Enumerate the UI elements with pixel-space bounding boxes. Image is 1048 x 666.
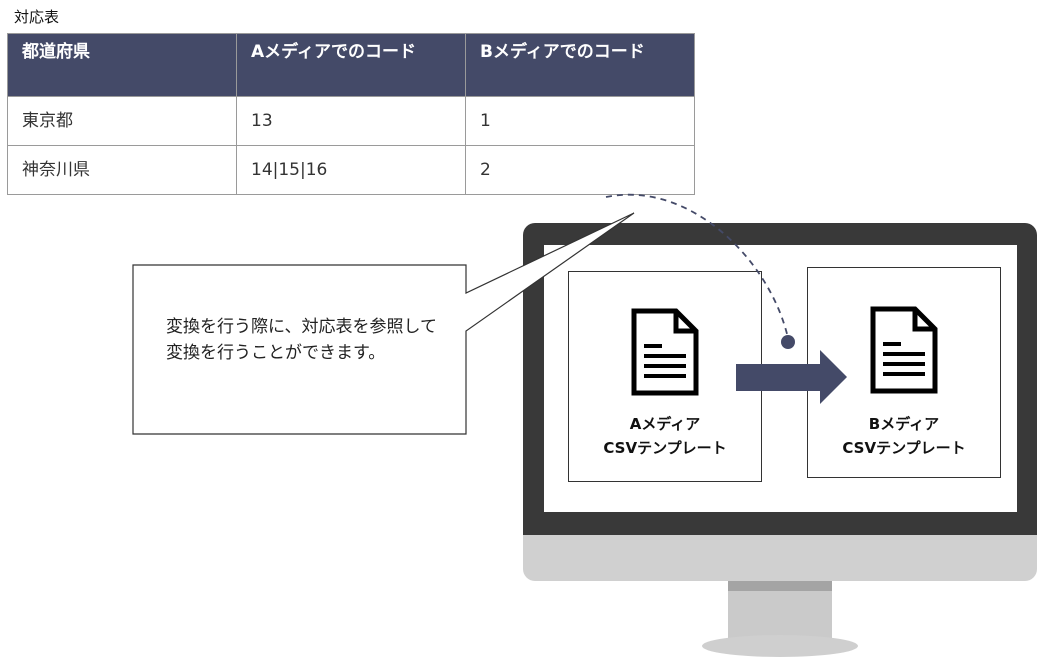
dashed-connector	[605, 193, 789, 339]
a-media-template-label: Aメディア CSVテンプレート	[603, 415, 727, 457]
monitor-stand-neck	[728, 581, 832, 643]
cell-b-code: 1	[465, 96, 695, 146]
cell-a-code: 14|15|16	[236, 145, 466, 195]
header-a-media-code: Aメディアでのコード	[236, 33, 466, 97]
connector-endpoint-dot	[781, 335, 795, 349]
cell-b-code: 2	[465, 145, 695, 195]
cell-prefecture: 東京都	[7, 96, 237, 146]
monitor-stand-foot	[702, 635, 858, 657]
a-media-template-box: Aメディア CSVテンプレート	[568, 271, 762, 482]
header-b-media-code: Bメディアでのコード	[465, 33, 695, 97]
b-media-template-label: Bメディア CSVテンプレート	[842, 415, 966, 457]
document-icon	[631, 308, 699, 396]
table-header-row: 都道府県 Aメディアでのコード Bメディアでのコード	[7, 33, 695, 97]
table-title: 対応表	[14, 8, 60, 26]
callout-text: 変換を行う際に、対応表を参照して変換を行うことができます。	[166, 317, 437, 363]
cell-prefecture: 神奈川県	[7, 145, 237, 195]
callout-bubble	[132, 212, 635, 435]
cell-a-code: 13	[236, 96, 466, 146]
monitor-stand-shadow	[728, 581, 832, 591]
table-row: 神奈川県 14|15|16 2	[7, 145, 695, 195]
conversion-arrow	[736, 350, 847, 404]
document-icon	[870, 306, 938, 394]
monitor-chin	[523, 535, 1037, 581]
mapping-table: 都道府県 Aメディアでのコード Bメディアでのコード 東京都 13 1 神奈川県…	[7, 33, 695, 195]
table-row: 東京都 13 1	[7, 96, 695, 146]
